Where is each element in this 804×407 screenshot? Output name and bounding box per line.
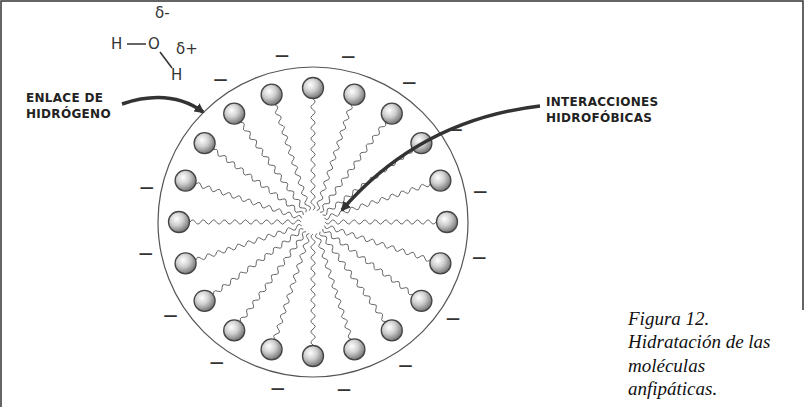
covalent-bond [160,52,172,68]
polar-heads [169,78,458,367]
callout-label: ENLACE DE HIDRÓGENO [26,90,122,122]
figure-caption: Figura 12. Hidratación de las moléculas … [628,307,796,400]
hydrophobic-tails [190,99,436,345]
hydrocarbon-tail [241,123,307,213]
hydrocarbon-tail [324,184,430,220]
polar-head [261,339,282,360]
atom-symbol: H [171,66,182,84]
polar-head [224,103,245,124]
atom-symbol: O [148,35,160,53]
leader-arrow [342,106,540,210]
partial-charge: δ+ [176,40,198,58]
charge-sign: — [275,47,289,63]
charge-sign: — [399,357,413,373]
polar-head [437,212,458,233]
hydrocarbon-tail [311,234,315,345]
polar-head [303,78,324,99]
hydrocarbon-tail [275,105,311,211]
polar-head [381,320,402,341]
charge-sign: — [140,179,154,195]
polar-head [175,253,196,274]
partial-charge: δ- [155,4,170,22]
hydrocarbon-tail [323,229,413,295]
hydrocarbon-tail [315,233,351,339]
covalent-bond [127,43,146,45]
polar-head [194,133,215,154]
charge-sign: — [341,48,355,64]
polar-head [194,290,215,311]
hydrocarbon-tail [196,224,302,260]
hydrocarbon-tail [214,229,304,295]
atom-symbol: H [111,35,122,53]
polar-head [430,253,451,274]
hydrocarbon-tail [240,232,306,322]
callout-label: INTERACCIONES HIDROFÓBICAS [546,94,670,126]
leader-arrow [122,98,203,112]
hydrocarbon-tail [214,149,304,215]
polar-head [411,290,432,311]
micelle-outline [158,67,468,377]
polar-head [261,84,282,105]
charge-sign: — [210,354,224,370]
polar-head [175,170,196,191]
polar-head [344,84,365,105]
polar-head [303,346,324,367]
polar-head [169,212,190,233]
charge-sign: — [139,245,153,261]
hydrocarbon-tail [320,232,386,322]
charge-sign: — [449,121,463,137]
charge-sign: — [337,381,351,397]
hydrocarbon-tail [325,220,436,224]
charge-sign: — [163,307,177,323]
polar-head [344,339,365,360]
charge-sign: — [473,183,487,199]
charge-sign: — [271,380,285,396]
hydrocarbon-tail [311,99,315,210]
charge-sign: — [213,71,227,87]
charge-sign: — [402,74,416,90]
charge-sign: — [446,310,460,326]
charge-sign: — [472,249,486,265]
polar-head [224,320,245,341]
polar-head [381,103,402,124]
polar-head [430,170,451,191]
hydrocarbon-tail [190,220,301,224]
